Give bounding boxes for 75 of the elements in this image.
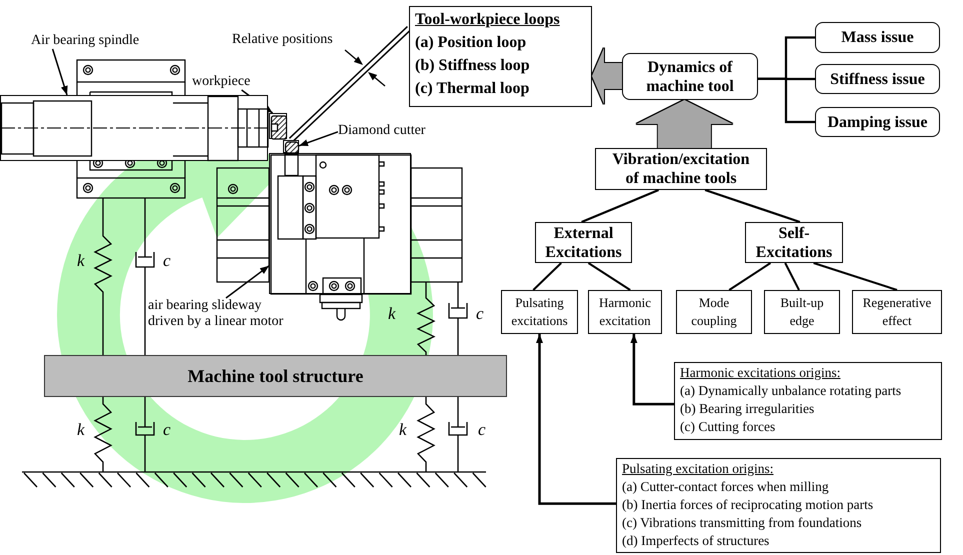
block-arrow [592,48,622,104]
rounded-box [815,64,940,94]
connector-line [588,262,631,291]
node-label: Regenerative effect [862,294,932,330]
arrow [630,334,674,406]
slideway-carriage-drawing [269,153,411,294]
part-label: Air bearing spindle [31,33,140,49]
connector-line [728,262,772,291]
list-item: (c) Cutting forces [680,418,776,436]
parameter-label: c [476,305,484,324]
rounded-box [815,107,940,137]
node-label: Built-up edge [779,294,825,330]
node-label: Machine tool structure [188,366,364,386]
parameter-label: c [478,421,486,440]
notes-box [674,362,942,440]
parameter-label: k [77,252,85,271]
category-box [745,222,843,263]
part-label: air bearing slideway driven by a linear motor [148,298,298,330]
notes-box [616,458,941,553]
list-item: (b) Stiffness loop [415,56,531,76]
list-item: (b) Inertia forces of reciprocating motion parts [622,496,874,514]
leader-line [226,265,270,299]
part-label: workpiece [192,74,250,90]
node-label: Self- Excitations [754,224,834,262]
node-label: Mass issue [841,28,914,47]
connector-line [813,262,898,291]
list-item: (b) Bearing irregularities [680,400,816,418]
node-label: Pulsating excitations [510,294,569,330]
list-item: (a) Dynamically unbalance rotating parts [680,382,902,400]
category-box [535,222,632,263]
workpiece-drawing [269,113,287,139]
cutter-drawing [283,140,299,153]
leader-line [52,48,68,96]
parameter-label: k [388,305,396,324]
process-box [595,148,767,190]
arrow [536,334,616,505]
list-heading: Harmonic excitations origins: [680,364,842,382]
block-arrow [636,100,732,148]
annotation-text: Relative positions [232,32,333,48]
parameter-label: c [163,421,171,440]
category-box [852,290,942,334]
parameter-label: k [399,421,407,440]
connector-line [758,78,815,124]
structure-bar [44,355,507,397]
leader-line [288,26,412,142]
list-heading: Pulsating excitation origins: [622,460,774,478]
list-heading: Tool-workpiece loops [415,10,561,30]
parameter-label: c [163,252,171,271]
node-label: Harmonic excitation [598,294,652,330]
node-label: Mode coupling [690,294,738,330]
rounded-box [815,22,940,53]
category-box [588,290,662,334]
list-item: (d) Imperfects of structures [622,532,770,550]
connector-line [704,188,800,224]
rounded-box [622,53,758,100]
node-label: Stiffness issue [830,70,925,88]
connector-line [784,262,800,290]
category-box [764,290,840,334]
node-label: Damping issue [827,112,928,132]
category-box [676,290,752,334]
category-box [501,290,578,334]
parameter-label: k [77,421,85,440]
node-label: Vibration/excitation of machine tools [611,150,751,188]
part-label: Diamond cutter [338,123,426,139]
leader-line [298,131,338,146]
list-item: (c) Thermal loop [415,79,530,99]
node-label: Dynamics of machine tool [645,58,735,96]
node-label: External Excitations [544,224,623,262]
loops-list-box [409,6,592,107]
list-item: (a) Position loop [415,33,528,53]
connector-line [532,262,562,291]
list-item: (a) Cutter-contact forces when milling [622,478,830,496]
list-item: (c) Vibrations transmitting from foundations [622,514,863,532]
connector-line [581,188,660,224]
spindle-drawing [0,95,268,161]
